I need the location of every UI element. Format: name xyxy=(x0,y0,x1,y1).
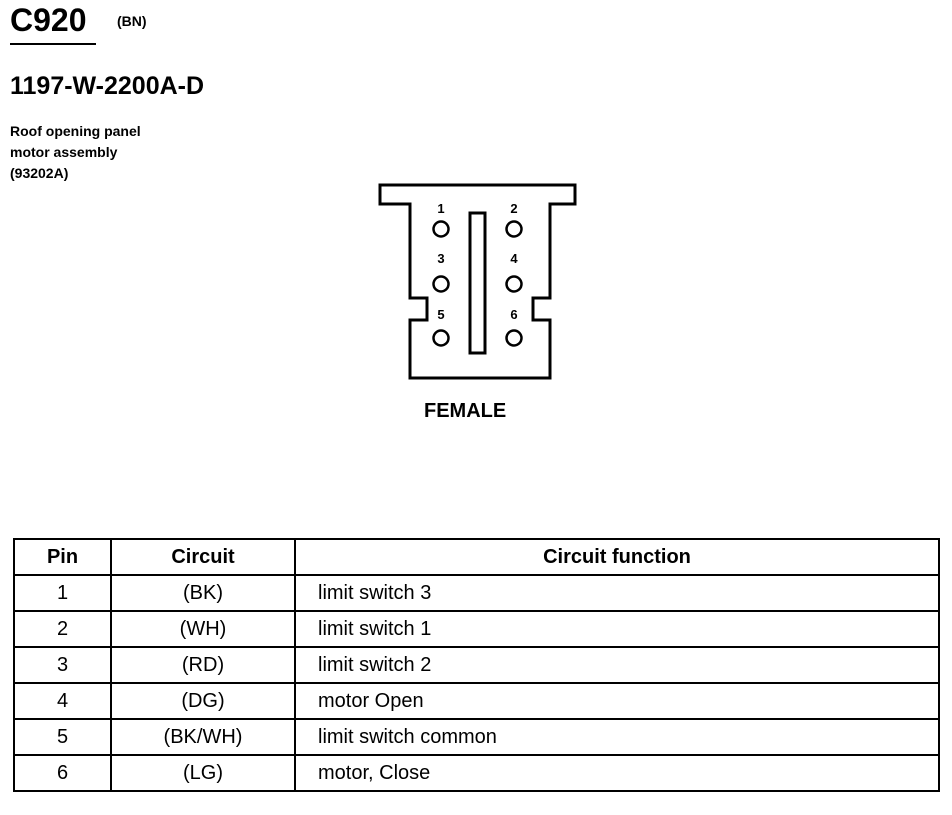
pin-number-label: 6 xyxy=(510,307,517,322)
header-circuit: Circuit xyxy=(110,538,296,576)
cell-circuit: (WH) xyxy=(110,610,296,648)
pin-number-label: 5 xyxy=(437,307,444,322)
cell-function: motor, Close xyxy=(294,754,940,792)
cell-function: motor Open xyxy=(294,682,940,720)
connector-id: C920 xyxy=(10,2,87,38)
description-line: (93202A) xyxy=(10,165,69,181)
cell-circuit: (BK) xyxy=(110,574,296,612)
pin-number-label: 2 xyxy=(510,201,517,216)
cell-function: limit switch 2 xyxy=(294,646,940,684)
table-row: 6 (LG) motor, Close xyxy=(13,754,940,792)
cell-function: limit switch 1 xyxy=(294,610,940,648)
cell-pin: 6 xyxy=(13,754,112,792)
cell-pin: 4 xyxy=(13,682,112,720)
cell-circuit: (LG) xyxy=(110,754,296,792)
cell-function: limit switch 3 xyxy=(294,574,940,612)
cell-circuit: (RD) xyxy=(110,646,296,684)
connector-center-key xyxy=(468,211,487,355)
connector-face-diagram: 1 2 3 4 5 6 xyxy=(378,183,577,380)
header-circuit-function: Circuit function xyxy=(294,538,940,576)
table-row: 4 (DG) motor Open xyxy=(13,682,940,720)
description-line: motor assembly xyxy=(10,144,118,160)
cell-circuit: (BK/WH) xyxy=(110,718,296,756)
cell-pin: 5 xyxy=(13,718,112,756)
pin-cavity xyxy=(505,329,523,347)
component-description: Roof opening panel motor assembly (93202… xyxy=(10,121,141,184)
table-row: 1 (BK) limit switch 3 xyxy=(13,574,940,612)
connector-id-underline xyxy=(10,43,96,45)
pin-cavity xyxy=(505,220,523,238)
cell-pin: 2 xyxy=(13,610,112,648)
pin-cavity xyxy=(432,220,450,238)
pin-cavity xyxy=(505,275,523,293)
table-header-row: Pin Circuit Circuit function xyxy=(13,538,940,576)
color-code: (BN) xyxy=(117,13,147,29)
cell-function: limit switch common xyxy=(294,718,940,756)
cell-pin: 1 xyxy=(13,574,112,612)
table-row: 3 (RD) limit switch 2 xyxy=(13,646,940,684)
pin-cavity xyxy=(432,275,450,293)
connector-gender-label: FEMALE xyxy=(424,400,507,422)
pinout-table: Pin Circuit Circuit function 1 (BK) limi… xyxy=(13,538,940,792)
part-number: 1197-W-2200A-D xyxy=(10,72,205,100)
description-line: Roof opening panel xyxy=(10,123,141,139)
connector-housing-outline xyxy=(378,183,577,380)
table-row: 5 (BK/WH) limit switch common xyxy=(13,718,940,756)
cell-circuit: (DG) xyxy=(110,682,296,720)
header-pin: Pin xyxy=(13,538,112,576)
cell-pin: 3 xyxy=(13,646,112,684)
pin-number-label: 4 xyxy=(510,251,518,266)
pin-number-label: 3 xyxy=(437,251,444,266)
table-row: 2 (WH) limit switch 1 xyxy=(13,610,940,648)
pin-cavity xyxy=(432,329,450,347)
pin-number-label: 1 xyxy=(437,201,444,216)
